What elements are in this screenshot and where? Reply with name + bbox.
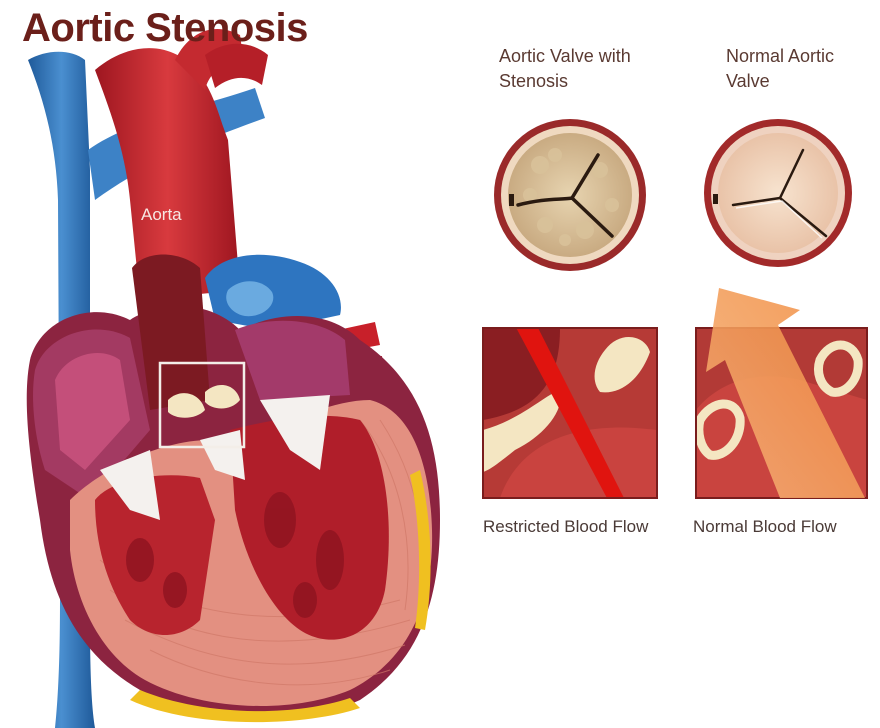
diagram-title: Aortic Stenosis: [22, 6, 308, 51]
normal-valve-caption: Normal Aortic Valve: [726, 44, 856, 94]
normal-valve-diagram: [704, 119, 852, 267]
stenotic-valve-diagram: [494, 119, 646, 271]
restricted-flow-caption: Restricted Blood Flow: [483, 514, 658, 539]
stenosis-valve-caption: Aortic Valve with Stenosis: [499, 44, 679, 94]
restricted-flow-panel: [483, 312, 657, 500]
heart-illustration: [27, 29, 440, 728]
aorta-label: Aorta: [141, 205, 182, 225]
normal-flow-caption: Normal Blood Flow: [693, 514, 878, 539]
